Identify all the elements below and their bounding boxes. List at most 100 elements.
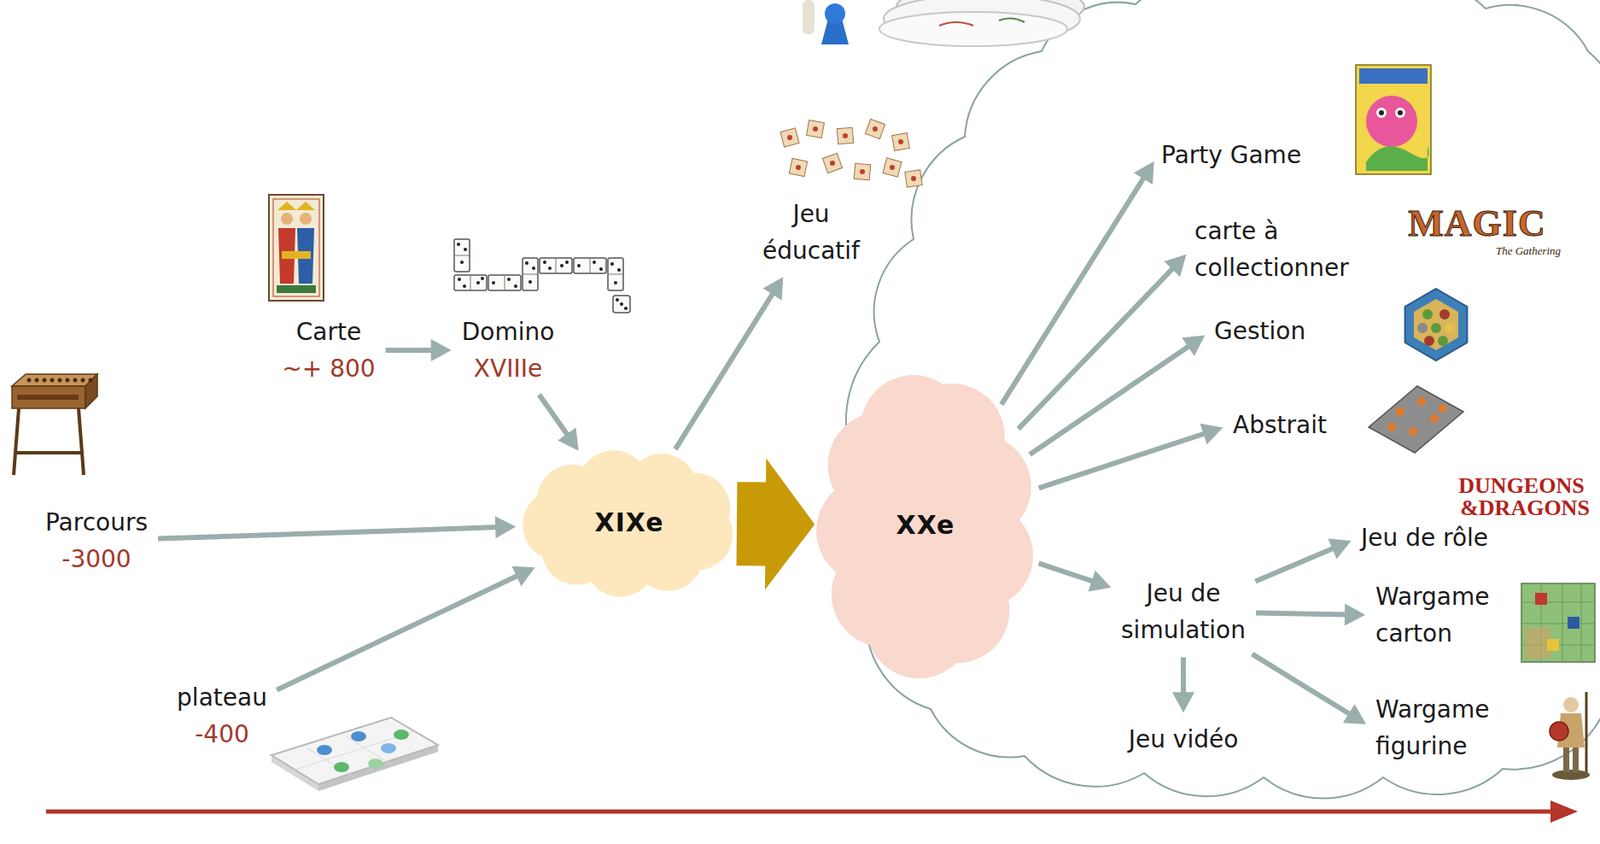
photo-crop (802, 0, 1085, 47)
arrow-head (1133, 161, 1155, 185)
arrow-shaft (1029, 344, 1192, 455)
domino-picture-part-part (607, 274, 624, 275)
century-cloud: XXe (816, 372, 1036, 679)
tarot-card-picture-part (276, 285, 316, 293)
domino-picture-part (522, 257, 538, 291)
tarot-card-picture-part (281, 251, 311, 259)
domino-picture-part-part (460, 260, 464, 264)
arrow-head (431, 338, 452, 362)
race-board-picture-part-part (35, 378, 40, 383)
abstract-board-picture (1368, 385, 1464, 453)
flow-arrow (1255, 537, 1351, 581)
educational-tiles-picture-part-part (795, 164, 801, 170)
party-game-box-picture-part (1355, 64, 1431, 175)
hex-board-picture-part (1444, 322, 1455, 333)
date-text: -400 (176, 715, 268, 753)
domino-picture-part-part (531, 266, 536, 270)
figurine-picture-part (1572, 742, 1579, 772)
hex-board-picture-part (1439, 309, 1450, 320)
node-text: XIXe (595, 502, 665, 544)
logo-text: The Gathering (1495, 245, 1561, 257)
flow-arrow (385, 338, 452, 362)
figurine-picture-part (1585, 691, 1589, 772)
wargame-map-picture-part (1535, 592, 1548, 605)
time-axis-part (1550, 800, 1578, 823)
board-picture-part (333, 761, 350, 772)
flow-arrow (1039, 562, 1112, 591)
party-game-box-picture-part (1376, 107, 1387, 118)
genre-node: Wargame carton (1372, 576, 1494, 655)
race-board-picture-part-part (88, 378, 94, 383)
educational-tiles-picture-part-part (910, 175, 917, 182)
genre-cloud-outline (840, 0, 1600, 799)
tarot-card-picture-part (296, 201, 316, 211)
arrow-head (763, 276, 784, 300)
domino-picture-part-part (528, 280, 532, 284)
arrow-head (1163, 254, 1186, 277)
node-text: Wargame carton (1375, 578, 1490, 653)
party-game-box-picture (1355, 64, 1431, 175)
abstract-board-picture-part (1387, 397, 1448, 436)
hex-board-picture-part (1424, 335, 1435, 346)
time-axis-part (46, 809, 1556, 814)
logo-text: DUNGEONS (1458, 474, 1584, 497)
domino-picture-part-part (617, 268, 621, 272)
party-game-box-picture-part (1378, 110, 1384, 116)
photo-crop-part (802, 0, 815, 35)
domino-picture-part-part (613, 280, 618, 285)
genre-node: Party Game (1157, 134, 1305, 176)
era-node: Parcours-3000 (41, 502, 152, 580)
domino-picture-part-part (507, 277, 511, 281)
flow-arrow (1029, 334, 1205, 454)
node-text: Jeu vidéo (1128, 720, 1239, 758)
educational-tiles-picture-part (836, 127, 854, 145)
domino-picture-part-part (615, 297, 619, 302)
abstract-board-picture-part (1368, 385, 1464, 453)
educational-tiles-picture-part-part (889, 164, 895, 170)
hex-board-picture (1405, 288, 1468, 361)
educational-tiles-picture-part-part (842, 133, 848, 139)
arrow-shaft (276, 574, 520, 690)
abstract-board-picture-part-part (1387, 422, 1396, 432)
node-text: Jeu de rôle (1360, 519, 1489, 556)
educational-tiles-picture-part-part (787, 134, 793, 141)
genre-node: Jeu de rôle (1357, 517, 1492, 558)
flow-arrow (1039, 423, 1224, 489)
arrow-shaft (1252, 654, 1353, 716)
educational-tiles-picture-part (864, 118, 885, 139)
arrow-shaft (157, 526, 500, 538)
node-text: Jeu de simulation (1121, 574, 1246, 649)
logo-text: &DRAGONS (1459, 496, 1590, 520)
node-text: Carte (281, 313, 375, 351)
race-board-picture-part (85, 373, 98, 409)
board-picture-part (316, 744, 333, 755)
node-text: carte à collectionner (1194, 212, 1349, 287)
board-picture-part (350, 730, 367, 742)
date-text: ~+ 800 (281, 350, 375, 387)
arrow-head (1181, 334, 1205, 356)
educational-tiles-picture-part (822, 152, 842, 173)
wargame-map-picture-part (1521, 583, 1595, 662)
arrow-head (1344, 602, 1366, 625)
tarot-card-picture (268, 194, 324, 301)
domino-picture-part-part (543, 260, 547, 264)
educational-tiles-picture-part (905, 169, 923, 187)
tarot-card-picture-part (273, 198, 320, 297)
domino-picture-part-part (610, 262, 614, 266)
race-board-picture-part-part (58, 378, 63, 383)
node-text: Jeu éducatif (762, 195, 860, 270)
educational-tiles-picture-part-part (898, 139, 904, 145)
genre-node: Jeu vidéo (1125, 718, 1243, 760)
domino-picture-part-part (624, 306, 628, 310)
domino-picture-part-part (476, 280, 480, 285)
flow-arrow (1172, 656, 1195, 713)
educational-tiles-picture (780, 118, 923, 187)
hex-board-picture-part (1422, 309, 1433, 320)
node-text: Domino (461, 313, 555, 351)
arrow-shaft (1039, 432, 1208, 488)
educational-tiles-picture-part-part (859, 169, 865, 175)
race-board-picture-part-part (42, 378, 47, 383)
century-cloud: XIXe (522, 449, 736, 597)
